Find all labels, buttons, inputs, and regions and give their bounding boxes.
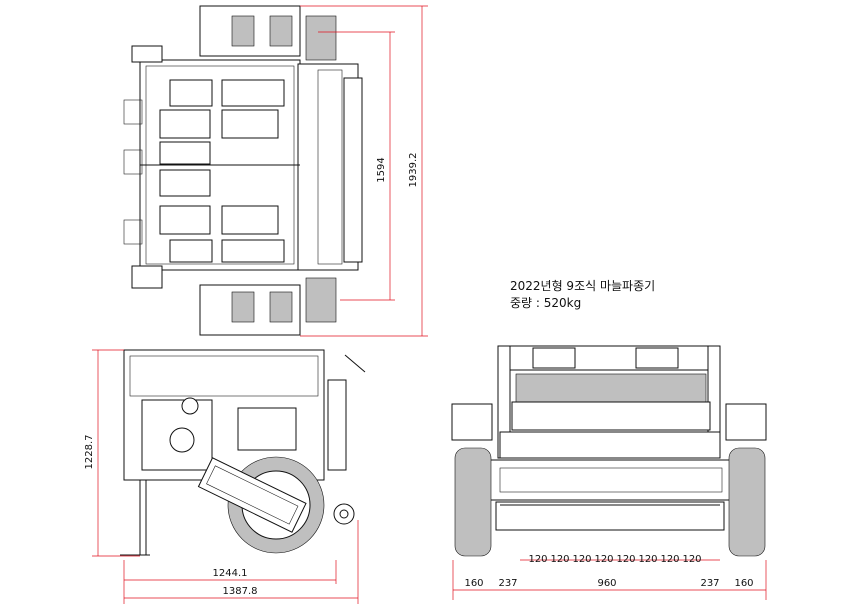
dim-1594: 1594 <box>376 157 387 182</box>
spacing-4: 120 <box>594 554 613 565</box>
machine-weight: 중량 : 520kg <box>510 296 581 310</box>
spacing-7: 120 <box>660 554 679 565</box>
row-spacing-labels: 120 120 120 120 120 120 120 120 <box>528 554 701 565</box>
machine-title: 2022년형 9조식 마늘파종기 <box>510 279 655 293</box>
dim-160-left: 160 <box>464 578 483 589</box>
spacing-2: 120 <box>550 554 569 565</box>
spacing-1: 120 <box>528 554 547 565</box>
bottom-dimension-labels: 160 237 960 237 160 <box>464 578 753 589</box>
side-view <box>120 349 366 556</box>
dim-1228-7: 1228.7 <box>84 435 95 470</box>
spacing-5: 120 <box>616 554 635 565</box>
dim-160-right: 160 <box>734 578 753 589</box>
front-view <box>451 345 767 557</box>
dim-960: 960 <box>597 578 616 589</box>
side-view-dimensions: 1228.7 1244.1 1387.8 <box>84 349 359 604</box>
front-view-dimensions: 120 120 120 120 120 120 120 120 160 237 … <box>452 554 767 600</box>
dim-1244-1: 1244.1 <box>213 568 248 579</box>
dim-237-left: 237 <box>498 578 517 589</box>
top-view-dimensions: 1594 1939.2 <box>300 5 428 337</box>
dim-237-right: 237 <box>700 578 719 589</box>
dim-1387-8: 1387.8 <box>223 586 258 597</box>
spacing-6: 120 <box>638 554 657 565</box>
top-view <box>123 5 363 336</box>
spacing-3: 120 <box>572 554 591 565</box>
dim-1939-2: 1939.2 <box>408 153 419 188</box>
spacing-8: 120 <box>682 554 701 565</box>
